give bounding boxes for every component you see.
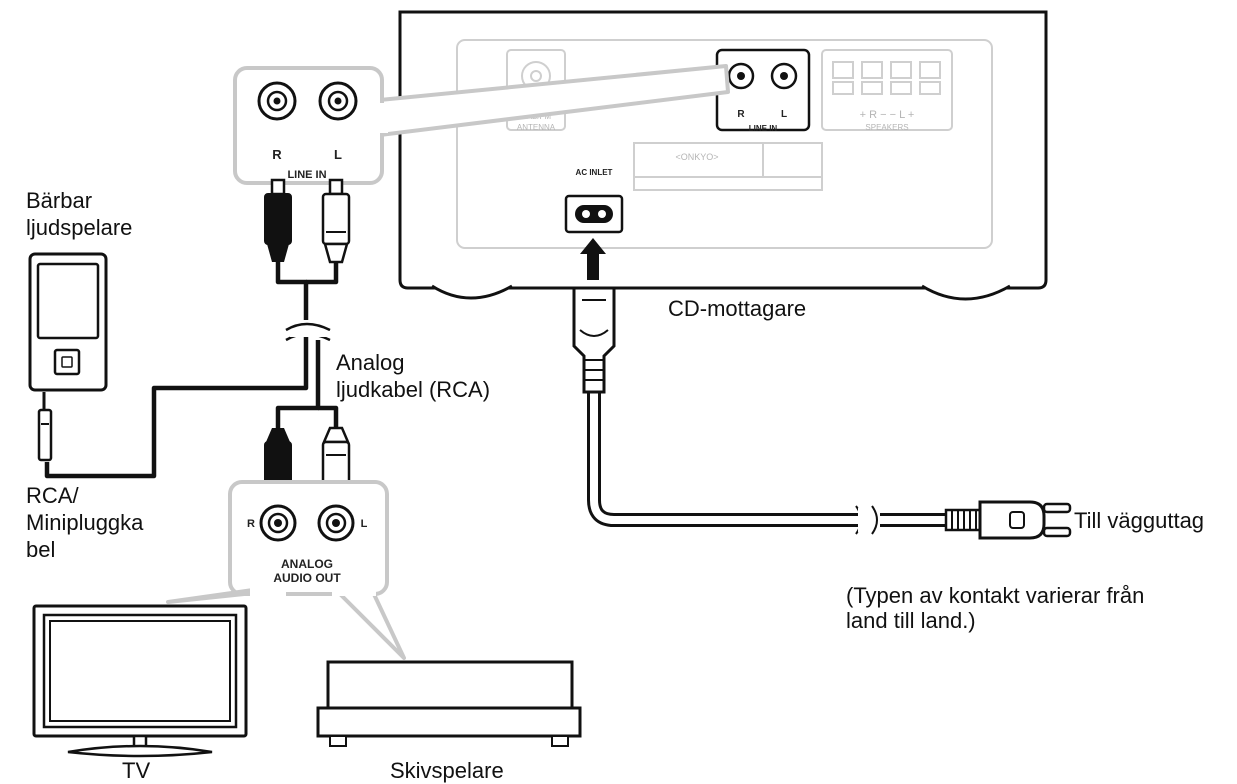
power-cord (587, 300, 946, 535)
speaker-terminals: + R − − L + SPEAKERS (821, 49, 953, 132)
turntable (316, 660, 582, 747)
analog-cable-label-2: ljudkabel (RCA) (336, 377, 490, 402)
portable-player-label-2: ljudspelare (26, 215, 132, 240)
rating-plate: <ONKYO> (633, 142, 823, 191)
insert-arrow (580, 238, 606, 280)
wall-outlet-label: Till vägguttag (1074, 508, 1204, 533)
rca-plug-top-red (264, 178, 292, 262)
panel-line-in-r: R (737, 109, 745, 120)
portable-player (28, 252, 108, 392)
plug-note-2: land till land.) (846, 608, 976, 633)
analog-out-callout: R L ANALOG AUDIO OUT (166, 480, 406, 660)
analog-cable-label-1: Analog (336, 350, 405, 375)
analog-cable (44, 262, 339, 479)
tv (32, 604, 248, 758)
zoom-line-in-r: R (272, 147, 282, 162)
panel-line-in: R L LINE IN (715, 48, 811, 133)
turntable-label: Skivspelare (390, 758, 504, 783)
cable-break-mark (285, 322, 331, 342)
ac-inlet: AC INLET (564, 168, 624, 234)
speakers-label: SPEAKERS (865, 123, 908, 132)
analog-out-title-2: AUDIO OUT (273, 571, 341, 585)
wall-plug (944, 500, 1072, 540)
speaker-signs: + R − − L + (860, 109, 915, 121)
antenna-label-2: ANTENNA (517, 123, 556, 132)
analog-out-title-1: ANALOG (281, 557, 333, 571)
rca-mini-cable-label-1: RCA/ (26, 483, 79, 508)
plug-note-1: (Typen av kontakt varierar från (846, 583, 1144, 608)
mini-plug (37, 392, 53, 462)
rca-plug-top-white (321, 178, 351, 264)
zoom-line-in-l: L (334, 147, 342, 162)
line-in-zoom-callout: R L LINE IN (233, 64, 730, 185)
panel-line-in-l: L (781, 109, 787, 120)
portable-player-label-1: Bärbar (26, 188, 92, 213)
zoom-line-in-title: LINE IN (287, 169, 326, 181)
plate-label: <ONKYO> (675, 152, 718, 162)
panel-line-in-title: LINE IN (749, 124, 778, 133)
rca-mini-cable-label-2: Minipluggka (26, 510, 144, 535)
cd-receiver-label: CD-mottagare (668, 296, 806, 321)
analog-out-l: L (361, 518, 368, 530)
tv-label: TV (122, 758, 150, 783)
rca-mini-cable-label-3: bel (26, 537, 55, 562)
iec-connector (572, 286, 616, 394)
ac-inlet-label: AC INLET (576, 168, 613, 177)
analog-out-r: R (247, 518, 255, 530)
